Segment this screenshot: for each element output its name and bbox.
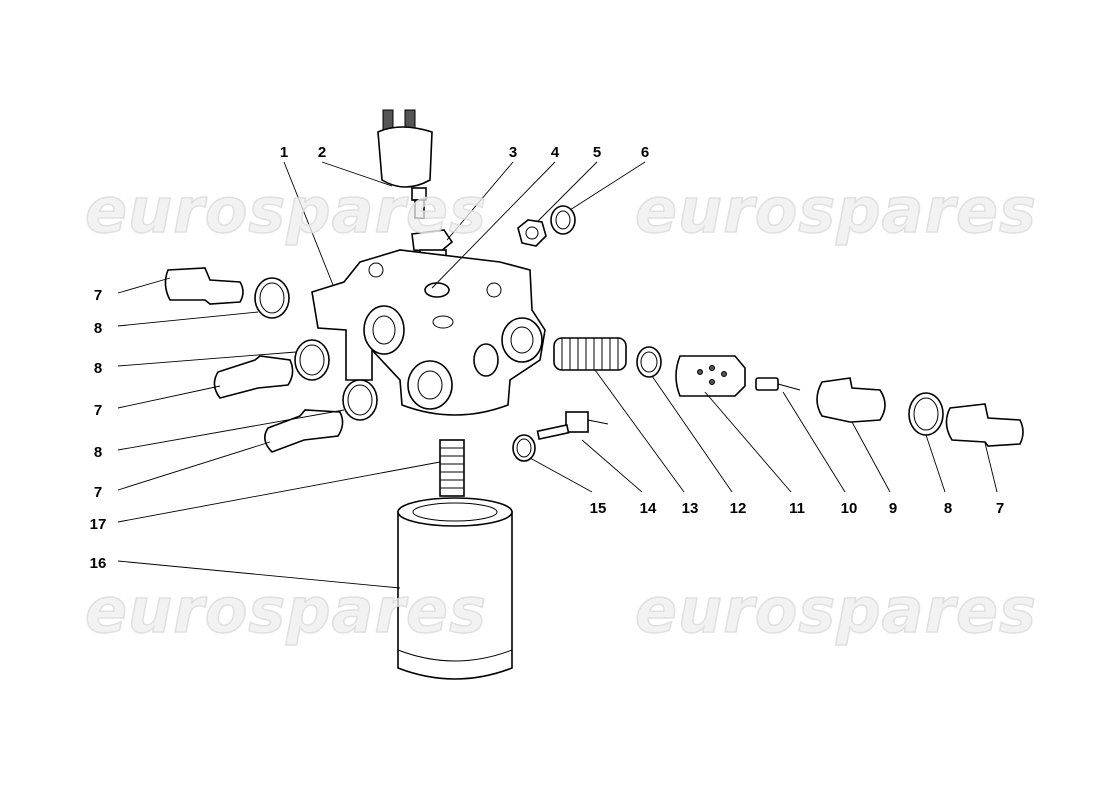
watermark: eurospares xyxy=(635,574,1037,647)
callout-label: 12 xyxy=(730,500,747,517)
callout-label: 9 xyxy=(889,500,897,517)
callout-label: 7 xyxy=(94,402,102,419)
callout-label: 8 xyxy=(94,360,102,377)
union-fittings xyxy=(164,267,1024,453)
callout-label: 8 xyxy=(944,500,952,517)
callout-label: 7 xyxy=(94,484,102,501)
callout-label: 13 xyxy=(682,500,699,517)
watermarks: eurospares eurospares eurospares eurospa… xyxy=(84,173,1037,648)
callout-label: 3 xyxy=(509,144,517,161)
callout-label: 15 xyxy=(590,500,607,517)
callout-label: 7 xyxy=(996,500,1004,517)
callout-label: 4 xyxy=(551,144,560,161)
watermark: eurospares xyxy=(635,174,1037,247)
nut xyxy=(517,219,547,247)
callout-label: 10 xyxy=(841,500,858,517)
callout-labels: 1 2 3 4 5 6 7 8 8 7 8 7 17 16 15 14 13 1… xyxy=(90,144,1005,572)
callout-label: 5 xyxy=(593,144,601,161)
callout-label: 6 xyxy=(641,144,649,161)
callout-label: 1 xyxy=(280,144,288,161)
callout-label: 11 xyxy=(789,500,805,517)
callout-label: 16 xyxy=(90,555,107,572)
callout-label: 2 xyxy=(318,144,326,161)
leader-lines xyxy=(117,161,998,589)
valve-piston xyxy=(675,355,746,397)
washer xyxy=(550,205,576,235)
sealing-rings xyxy=(254,277,944,462)
callout-label: 8 xyxy=(94,444,102,461)
pressure-sender xyxy=(377,109,433,219)
callout-label: 7 xyxy=(94,287,102,304)
callout-label: 14 xyxy=(640,500,657,517)
temperature-sensor xyxy=(536,411,609,440)
filter-housing xyxy=(311,249,546,416)
thermostat-pin xyxy=(755,377,801,391)
spring xyxy=(553,337,627,371)
threaded-stud xyxy=(439,439,465,497)
callout-label: 8 xyxy=(94,320,102,337)
callout-label: 17 xyxy=(90,516,107,533)
oil-filter xyxy=(397,497,513,680)
